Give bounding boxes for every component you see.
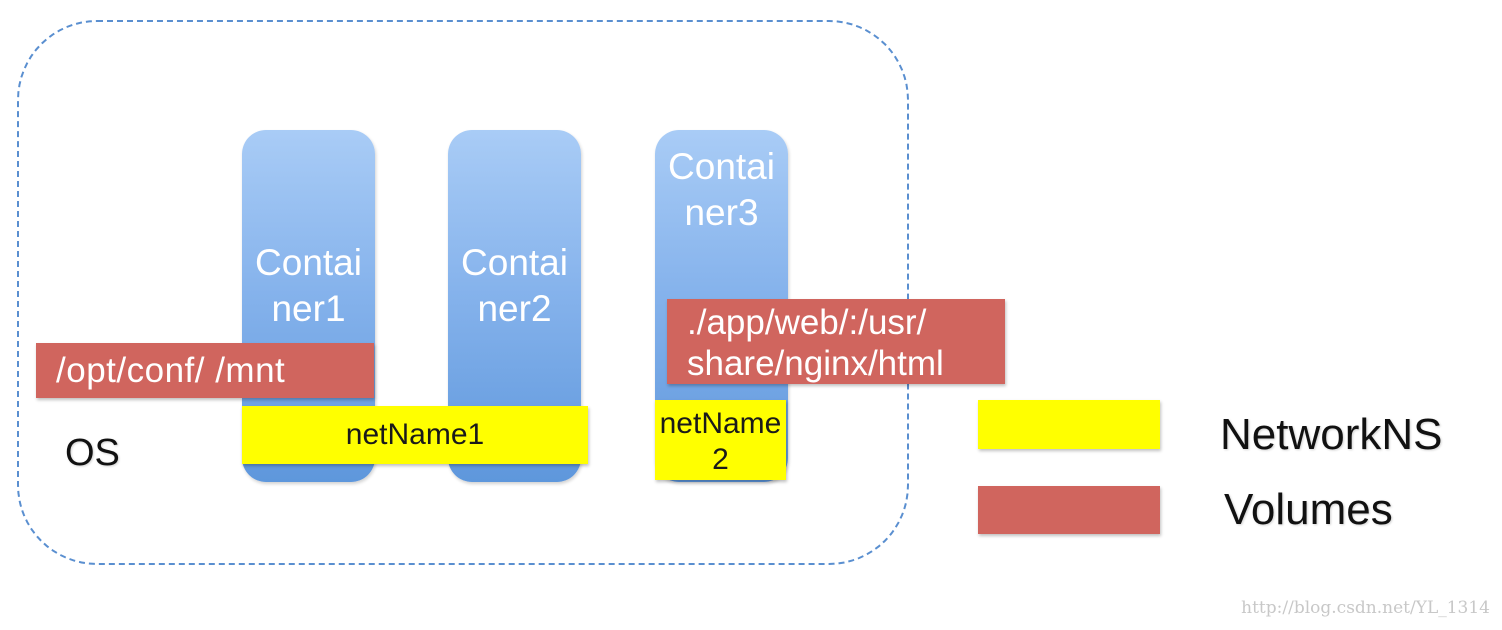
network-netname1: netName1 xyxy=(242,406,588,464)
container-3-label: Container3 xyxy=(668,146,775,233)
container-2-label: Container2 xyxy=(461,242,568,329)
container-1-label: Container1 xyxy=(255,242,362,329)
legend-volumes-label: Volumes xyxy=(1224,485,1393,534)
network-netname2: netName2 xyxy=(655,400,786,480)
os-boundary xyxy=(17,20,909,565)
volume-opt-conf: /opt/conf/ /mnt xyxy=(36,343,374,398)
legend-volumes-swatch xyxy=(978,486,1160,534)
legend-networkns-label: NetworkNS xyxy=(1220,410,1443,459)
os-label: OS xyxy=(65,432,120,474)
legend-networkns-swatch xyxy=(978,400,1160,449)
volume-app-web: ./app/web/:/usr/ share/nginx/html xyxy=(667,299,1005,384)
watermark-url: http://blog.csdn.net/YL_1314 xyxy=(1241,598,1490,618)
